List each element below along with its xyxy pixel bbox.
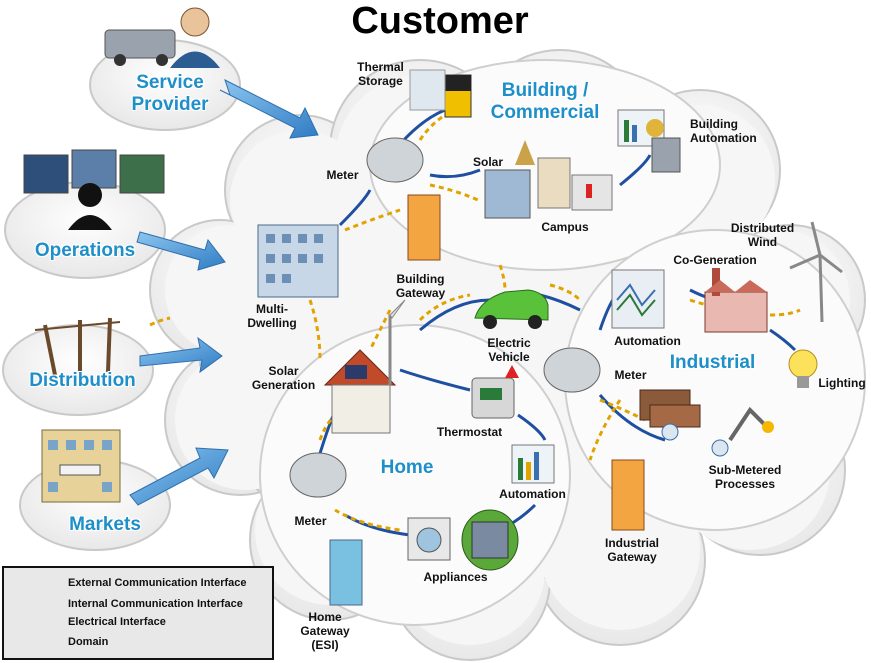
label-multi-dwelling: Multi- Dwelling: [247, 302, 297, 330]
label-meter-home: Meter: [294, 514, 327, 528]
label-thermal-storage: Thermal Storage: [357, 60, 404, 88]
domain-label-industrial: Industrial: [669, 352, 756, 373]
label-solar-building: Solar: [472, 155, 503, 169]
building-automation-icon: [617, 109, 681, 173]
light-bulb-icon: [788, 349, 818, 388]
domain-label-operations: Operations: [34, 240, 136, 261]
label-meter-industrial: Meter: [614, 368, 647, 382]
market-building-icon: [41, 429, 121, 503]
label-building-automation: Building Automation: [690, 117, 757, 145]
label-building-gateway: Building Gateway: [395, 272, 446, 300]
external-arrows: [129, 79, 319, 506]
monitors-icon: [23, 149, 165, 230]
label-automation-industrial: Automation: [614, 334, 681, 348]
technician-icon: [170, 7, 220, 68]
label-home-gateway: Home Gateway (ESI): [300, 610, 350, 652]
power-poles-icon: [34, 317, 121, 376]
label-co-generation: Co-Generation: [673, 253, 757, 267]
wind-turbine-icon: [789, 221, 843, 323]
domain-label-markets: Markets: [69, 514, 141, 535]
domain-label-distribution: Distribution: [29, 370, 136, 391]
legend-label: Electrical Interface: [68, 616, 166, 628]
page-title: Customer: [351, 0, 529, 42]
label-meter-building: Meter: [326, 168, 359, 182]
truck-icon: [104, 29, 176, 66]
label-industrial-gateway: Industrial Gateway: [604, 536, 659, 564]
label-thermostat: Thermostat: [436, 425, 503, 439]
appliances-icon: [407, 509, 519, 571]
factory-icon: [704, 268, 768, 333]
label-lighting: Lighting: [818, 376, 866, 390]
home-automation-icon: [511, 444, 555, 484]
label-sub-metered-processes: Sub-Metered Processes: [708, 463, 782, 491]
label-automation-home: Automation: [499, 487, 566, 501]
label-campus: Campus: [541, 220, 589, 234]
process-icon: [639, 389, 774, 457]
campus-buildings-icon: [484, 140, 613, 219]
battery-icon: [409, 69, 472, 118]
domain-label-home: Home: [380, 457, 434, 478]
legend-label: External Communication Interface: [68, 577, 247, 589]
domain-label-service-provider: Service Provider: [131, 72, 209, 115]
thermostat-icon: [471, 365, 519, 419]
industrial-automation-icon: [611, 269, 665, 329]
legend-label: Domain: [68, 636, 109, 648]
legend: External Communication Interface Interna…: [2, 566, 274, 660]
legend-label: Internal Communication Interface: [68, 598, 243, 610]
house-icon: [323, 299, 406, 434]
door-icon: [329, 194, 645, 606]
domain-label-building-commercial: Building / Commercial: [490, 80, 600, 123]
label-electric-vehicle: Electric Vehicle: [487, 336, 531, 364]
electric-vehicle-icon: [474, 289, 549, 329]
multi-dwelling-icon: [257, 224, 339, 298]
label-solar-generation: Solar Generation: [251, 364, 316, 392]
label-distributed-wind: Distributed Wind: [730, 221, 795, 249]
meter-icon: [289, 137, 601, 498]
label-appliances: Appliances: [423, 570, 488, 584]
